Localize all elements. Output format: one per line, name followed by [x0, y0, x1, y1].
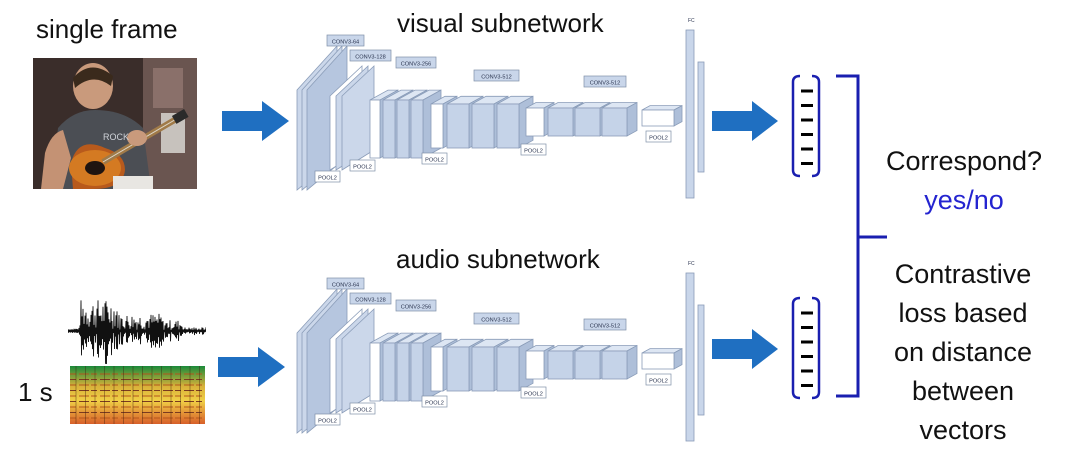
output-arrow [712, 329, 778, 369]
conv-label: CONV3-256 [395, 56, 437, 69]
conv-label: CONV3-64 [326, 34, 365, 47]
fc-label: FC [688, 261, 695, 267]
loss-line: Contrastive [894, 259, 1032, 289]
svg-text:CONV3-512: CONV3-512 [590, 323, 620, 329]
svg-text:POOL2: POOL2 [353, 407, 372, 413]
pool-layer [641, 347, 683, 370]
svg-text:CONV3-128: CONV3-128 [355, 297, 385, 303]
fc-layer [697, 61, 705, 173]
conv-label: CONV3-64 [326, 277, 365, 290]
pool-label: POOL2 [314, 170, 341, 183]
svg-text:ROCK: ROCK [103, 132, 129, 142]
svg-text:POOL2: POOL2 [318, 418, 337, 424]
pool-label: POOL2 [520, 143, 547, 156]
fc-layer [697, 304, 705, 416]
pool-label: POOL2 [520, 386, 547, 399]
svg-text:CONV3-256: CONV3-256 [401, 304, 431, 310]
embedding-vector [791, 296, 821, 400]
visual-subnetwork-title: visual subnetwork [397, 8, 604, 38]
svg-text:POOL2: POOL2 [353, 164, 372, 170]
conv-label: CONV3-128 [349, 292, 392, 305]
svg-text:CONV3-512: CONV3-512 [481, 317, 511, 323]
fc-layer [685, 29, 695, 199]
loss-line: on distance [893, 337, 1033, 367]
visual-network: FCCONV3-64CONV3-128CONV3-256CONV3-512CON… [222, 18, 821, 199]
svg-text:CONV3-512: CONV3-512 [590, 80, 620, 86]
svg-text:CONV3-256: CONV3-256 [401, 61, 431, 67]
audio-waveform [68, 300, 206, 364]
audio-duration-label: 1 s [18, 377, 53, 407]
pool-label: POOL2 [314, 413, 341, 426]
conv-layer [601, 344, 638, 380]
pool-label: POOL2 [421, 152, 448, 165]
pool-label: POOL2 [645, 130, 672, 143]
svg-text:CONV3-64: CONV3-64 [332, 282, 359, 288]
conv-layer [601, 101, 638, 137]
conv-label: CONV3-512 [473, 312, 520, 325]
correspond-question: Correspond? [885, 146, 1043, 176]
conv-label: CONV3-512 [473, 69, 520, 82]
conv-label: CONV3-128 [349, 49, 392, 62]
svg-text:POOL2: POOL2 [649, 378, 668, 384]
fc-layer [685, 272, 695, 442]
pool-label: POOL2 [349, 159, 376, 172]
embedding-vector [791, 74, 821, 178]
waveform-path [68, 300, 206, 364]
svg-text:CONV3-64: CONV3-64 [332, 39, 359, 45]
conv-label: CONV3-512 [583, 75, 627, 88]
audio-network: FCCONV3-64CONV3-128CONV3-256CONV3-512CON… [218, 261, 821, 442]
output-arrow [712, 101, 778, 141]
pool-label: POOL2 [645, 373, 672, 386]
input-arrow [218, 347, 285, 387]
pool-label: POOL2 [421, 395, 448, 408]
svg-text:CONV3-512: CONV3-512 [481, 74, 511, 80]
svg-text:POOL2: POOL2 [649, 135, 668, 141]
contrastive-loss-text: Contrastive loss based on distance betwe… [858, 255, 1068, 450]
conv-label: CONV3-512 [583, 318, 627, 331]
svg-text:POOL2: POOL2 [425, 157, 444, 163]
conv-label: CONV3-256 [395, 299, 437, 312]
fc-label: FC [688, 18, 695, 24]
loss-line: loss based [898, 298, 1028, 328]
audio-spectrogram [70, 366, 205, 424]
join-bracket [836, 74, 860, 398]
loss-line: between [911, 376, 1015, 406]
audio-subnetwork-title: audio subnetwork [396, 244, 600, 274]
single-frame-label: single frame [36, 14, 178, 44]
svg-text:POOL2: POOL2 [425, 400, 444, 406]
input-arrow [222, 101, 289, 141]
svg-text:POOL2: POOL2 [318, 175, 337, 181]
loss-line: vectors [919, 415, 1007, 445]
svg-text:POOL2: POOL2 [524, 148, 543, 154]
pool-label: POOL2 [349, 402, 376, 415]
svg-text:POOL2: POOL2 [524, 391, 543, 397]
svg-text:CONV3-128: CONV3-128 [355, 54, 385, 60]
guitar-player-frame: ROCK [33, 58, 197, 189]
pool-layer [641, 104, 683, 127]
correspond-answer: yes/no [924, 185, 1004, 215]
